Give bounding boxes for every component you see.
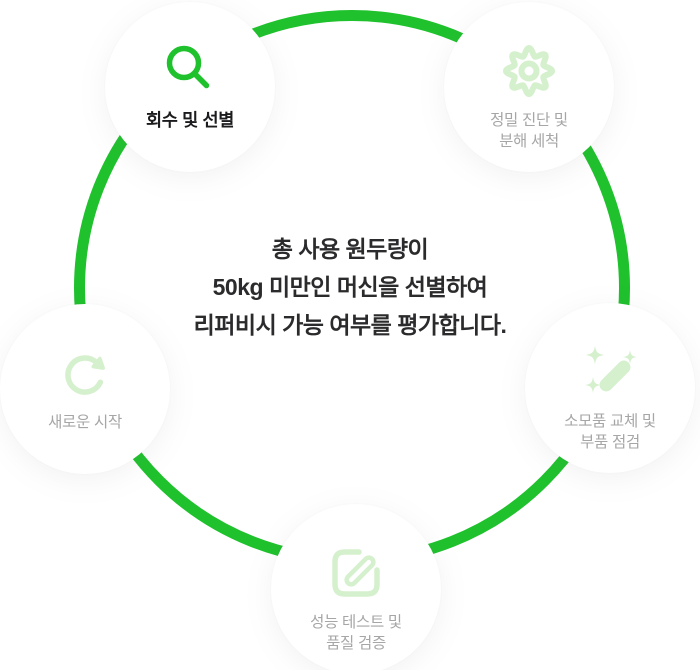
step-node-diagnose[interactable]: 정밀 진단 및 분해 세척 (444, 2, 614, 172)
step-node-test[interactable]: 성능 테스트 및 품질 검증 (271, 504, 441, 670)
refresh-icon (53, 341, 117, 405)
step-label: 성능 테스트 및 품질 검증 (310, 614, 402, 652)
step-label: 소모품 교체 및 부품 점검 (564, 413, 656, 451)
edit-icon (324, 541, 388, 605)
magnifier-icon (158, 39, 222, 103)
step-node-restart[interactable]: 새로운 시작 (0, 304, 170, 474)
step-label: 회수 및 선별 (145, 110, 235, 130)
step-label: 정밀 진단 및 분해 세척 (490, 112, 568, 150)
step-label: 새로운 시작 (48, 414, 122, 431)
step-node-parts[interactable]: 소모품 교체 및 부품 점검 (525, 303, 695, 473)
step-description: 총 사용 원두량이 50kg 미만인 머신을 선별하여 리퍼비시 가능 여부를 … (140, 230, 560, 344)
step-description-line: 총 사용 원두량이 (271, 236, 429, 262)
step-node-recover[interactable]: 회수 및 선별 (105, 2, 275, 172)
magic-wand-icon (578, 340, 642, 404)
step-description-line: 50kg 미만인 머신을 선별하여 (212, 274, 488, 300)
step-description-line: 리퍼비시 가능 여부를 평가합니다. (193, 312, 507, 338)
gear-icon (497, 39, 561, 103)
